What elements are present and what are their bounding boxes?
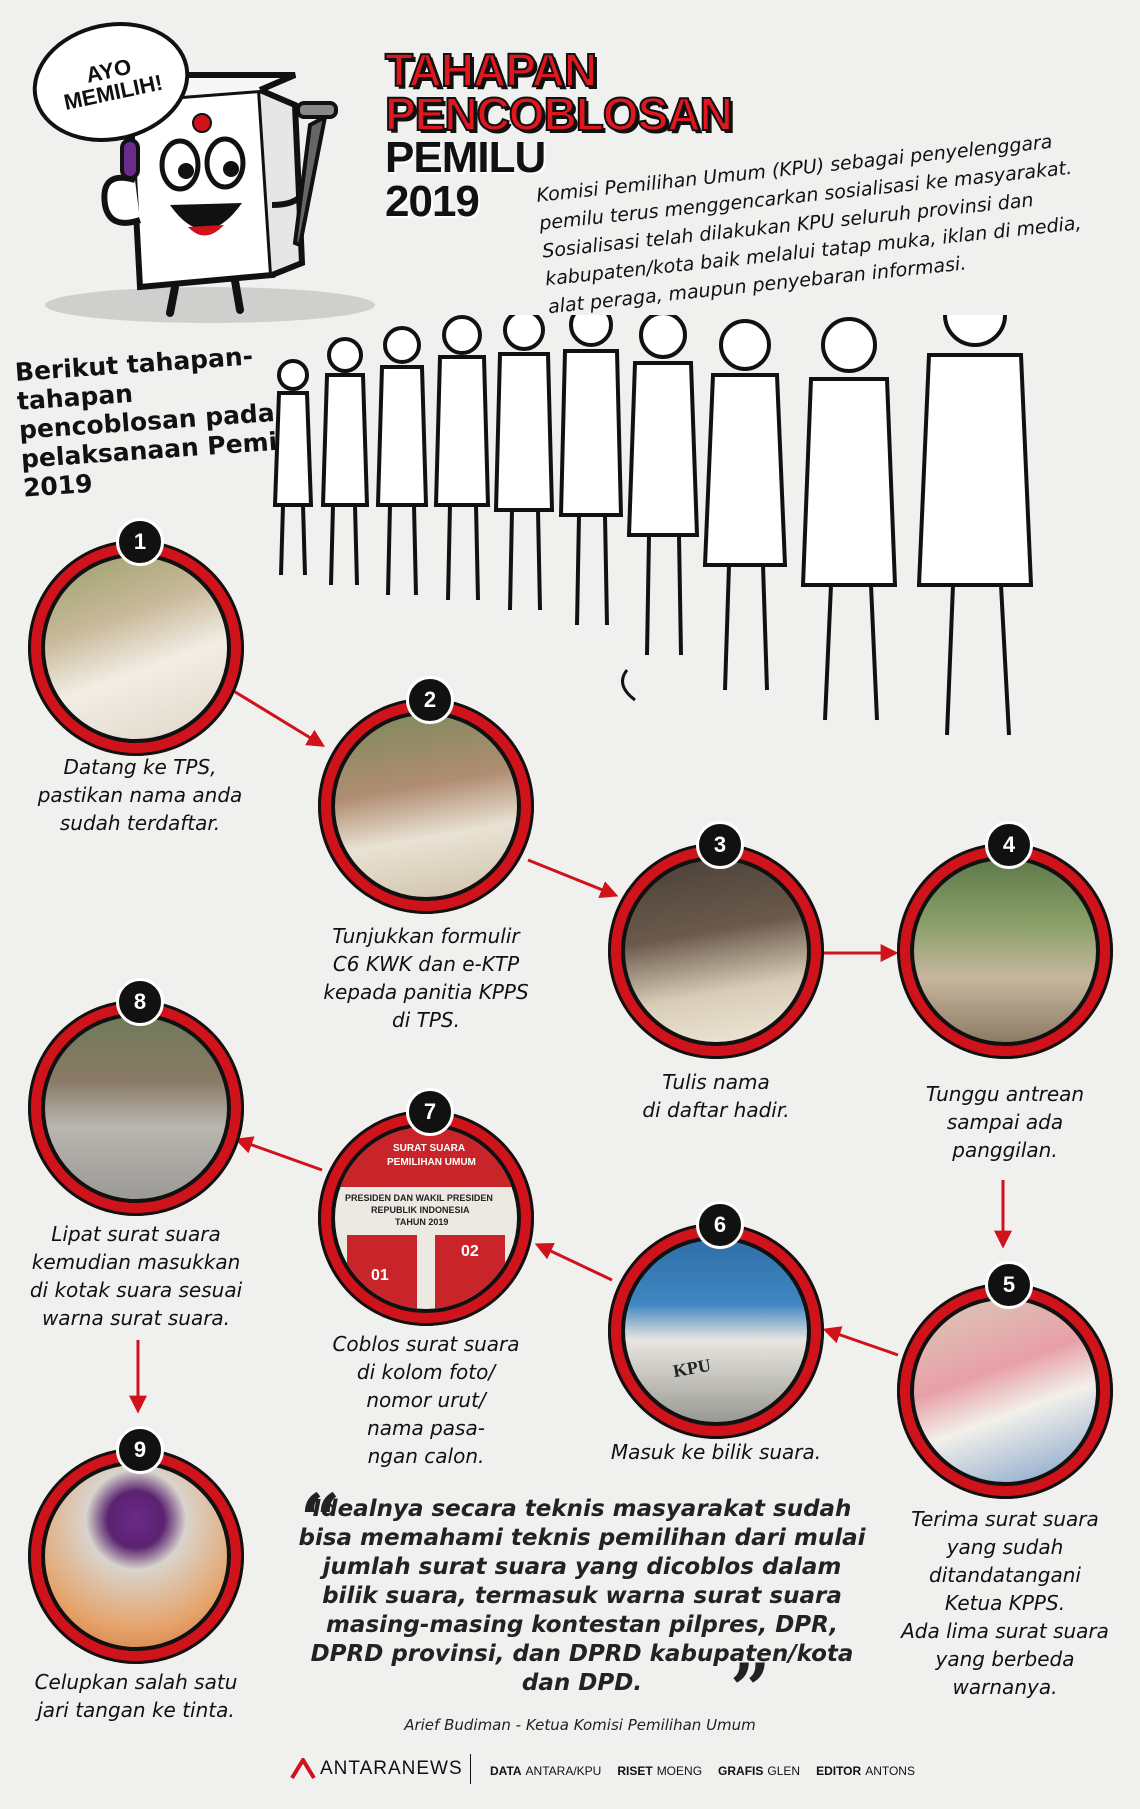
person-figure <box>702 319 788 691</box>
antaranews-brand: ANTARANEWS <box>290 1758 463 1780</box>
step-5-photo-image <box>910 1296 1100 1486</box>
person-figure <box>626 315 700 656</box>
brand-name: ANTARANEWS <box>320 1758 463 1779</box>
ballot-line-3: TAHUN 2019 <box>395 1217 449 1227</box>
step-2: 2 <box>318 676 534 914</box>
step-4-caption: Tunggu antrean sampai ada panggilan. <box>925 1082 1085 1162</box>
ballot-header-2: PEMILIHAN UMUM <box>387 1157 476 1168</box>
antara-logo-icon <box>290 1758 316 1780</box>
step-9-photo-image <box>41 1461 231 1651</box>
step-6: KPU 6 <box>608 1201 824 1439</box>
arrow-1-to-2 <box>231 688 326 747</box>
step-2-number: 2 <box>406 676 454 724</box>
footer-divider <box>470 1754 471 1784</box>
step-2-photo-image <box>331 711 521 901</box>
person-figure <box>433 315 491 601</box>
ballot-line-2: REPUBLIK INDONESIA <box>371 1205 470 1215</box>
step-1-caption: Datang ke TPS, pastikan nama anda sudah … <box>37 755 243 835</box>
step-4-photo <box>897 843 1113 1059</box>
step-5: 5 <box>897 1261 1113 1499</box>
person-figure <box>493 315 555 611</box>
step-7-caption: Coblos surat suara di kolom foto/ nomor … <box>332 1332 520 1468</box>
title-line-1: TAHAPAN <box>384 44 598 96</box>
step-7-photo: SURAT SUARA PEMILIHAN UMUM PRESIDEN DAN … <box>318 1110 534 1326</box>
step-4: 4 <box>897 821 1113 1059</box>
step-4-photo-image <box>910 856 1100 1046</box>
step-3: 3 <box>608 821 824 1059</box>
step-7: SURAT SUARA PEMILIHAN UMUM PRESIDEN DAN … <box>318 1088 534 1326</box>
title-line-3: PEMILU <box>385 133 546 182</box>
person-figure <box>800 317 898 721</box>
step-9-caption: Celupkan salah satu jari tangan ke tinta… <box>34 1670 238 1722</box>
person-figure <box>916 315 1034 736</box>
quote-text: Idealnya secara teknis masyarakat sudah … <box>298 1496 866 1696</box>
ballot-line-1: PRESIDEN DAN WAKIL PRESIDEN <box>345 1193 493 1203</box>
step-8-photo-image <box>41 1013 231 1203</box>
step-6-photo: KPU <box>608 1223 824 1439</box>
step-8: 8 <box>28 978 244 1216</box>
person-figure <box>375 326 429 596</box>
arrow-5-to-6 <box>822 1326 899 1357</box>
step-5-photo <box>897 1283 1113 1499</box>
step-4-number: 4 <box>985 821 1033 869</box>
step-9-photo <box>28 1448 244 1664</box>
queue-crowd-illustration <box>272 315 1034 736</box>
step-1: 1 <box>28 518 244 756</box>
step-9: 9 <box>28 1426 244 1664</box>
step-8-photo <box>28 1000 244 1216</box>
ballot-number-1: 01 <box>371 1267 389 1284</box>
arrow-2-to-3 <box>527 858 619 898</box>
step-3-number: 3 <box>696 821 744 869</box>
step-1-photo <box>28 540 244 756</box>
arrow-7-to-8 <box>234 1136 323 1172</box>
step-7-photo-image: SURAT SUARA PEMILIHAN UMUM PRESIDEN DAN … <box>331 1123 521 1313</box>
ballot-number-2: 02 <box>461 1243 479 1260</box>
step-5-caption: Terima surat suara yang sudah ditandatan… <box>901 1507 1109 1699</box>
step-2-caption: Tunjukkan formulir C6 KWK dan e-KTP kepa… <box>323 924 529 1032</box>
person-figure <box>272 359 314 576</box>
step-3-photo <box>608 843 824 1059</box>
step-9-number: 9 <box>116 1426 164 1474</box>
booth-label: KPU <box>671 1354 713 1382</box>
step-1-photo-image <box>41 553 231 743</box>
person-figure <box>320 337 370 586</box>
step-8-caption: Lipat surat suara kemudian masukkan di k… <box>29 1222 243 1330</box>
step-8-number: 8 <box>116 978 164 1026</box>
arrow-6-to-7 <box>534 1243 613 1282</box>
step-5-number: 5 <box>985 1261 1033 1309</box>
ballot-header-1: SURAT SUARA <box>393 1143 466 1154</box>
title-line-4: 2019 <box>385 177 480 226</box>
quote-open-mark: “ <box>300 1478 341 1561</box>
step-3-caption: Tulis nama di daftar hadir. <box>642 1070 790 1122</box>
quote-attribution: Arief Budiman - Ketua Komisi Pemilihan U… <box>404 1716 756 1734</box>
step-6-photo-image: KPU <box>621 1236 811 1426</box>
step-1-number: 1 <box>116 518 164 566</box>
ballot-box-mascot: AYO MEMILIH! <box>10 5 400 335</box>
step-7-number: 7 <box>406 1088 454 1136</box>
step-6-caption: Masuk ke bilik suara. <box>610 1440 822 1464</box>
step-3-photo-image <box>621 856 811 1046</box>
step-6-number: 6 <box>696 1201 744 1249</box>
person-figure <box>558 315 624 626</box>
quote-close-mark: ” <box>730 1648 771 1731</box>
step-2-photo <box>318 698 534 914</box>
page-title: TAHAPAN PENCOBLOSAN PEMILU 2019 <box>384 44 734 226</box>
mascot-illustration <box>45 72 375 323</box>
